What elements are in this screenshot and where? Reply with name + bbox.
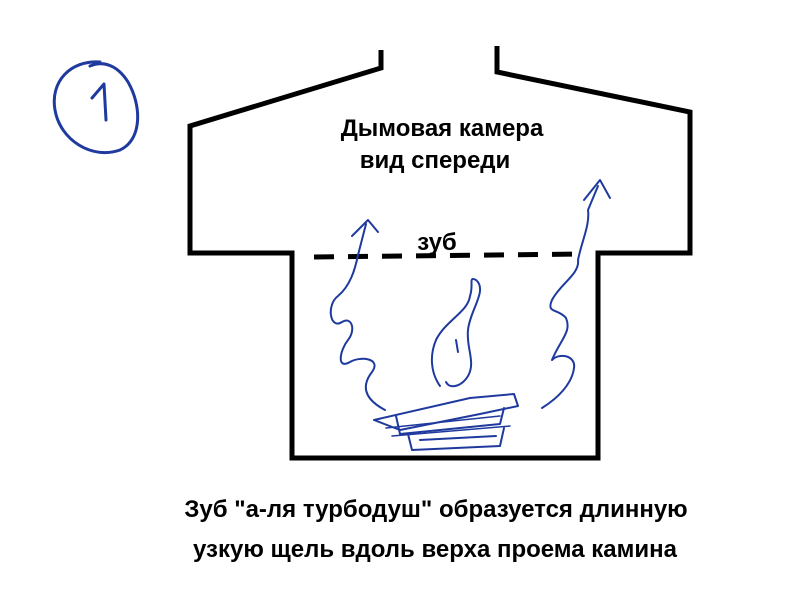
left-smoke-path (329, 223, 386, 411)
chamber-outline (187, 46, 693, 461)
log-bottom (407, 427, 505, 451)
caption-line1: Зуб "а-ля турбодуш" образуется длинную (184, 496, 687, 523)
tooth-label: зуб (417, 229, 457, 256)
left-smoke-arrow (329, 219, 386, 411)
firewood-sketch (373, 393, 519, 451)
diagram-title-line2: вид спереди (360, 147, 511, 174)
flame-sketch (430, 278, 482, 388)
circled-number-mark: 1 (52, 60, 140, 155)
right-arrowhead (583, 179, 611, 201)
log-middle (395, 407, 505, 435)
diagram-title-line1: Дымовая камера (341, 115, 544, 142)
left-arrowhead (351, 219, 379, 237)
right-smoke-path (541, 185, 599, 409)
number-circle (52, 60, 140, 155)
right-smoke-arrow (541, 179, 611, 409)
number-one-glyph (90, 82, 108, 122)
caption-line2: узкую щель вдоль верха проема камина (193, 536, 678, 563)
grate-line (385, 415, 511, 437)
